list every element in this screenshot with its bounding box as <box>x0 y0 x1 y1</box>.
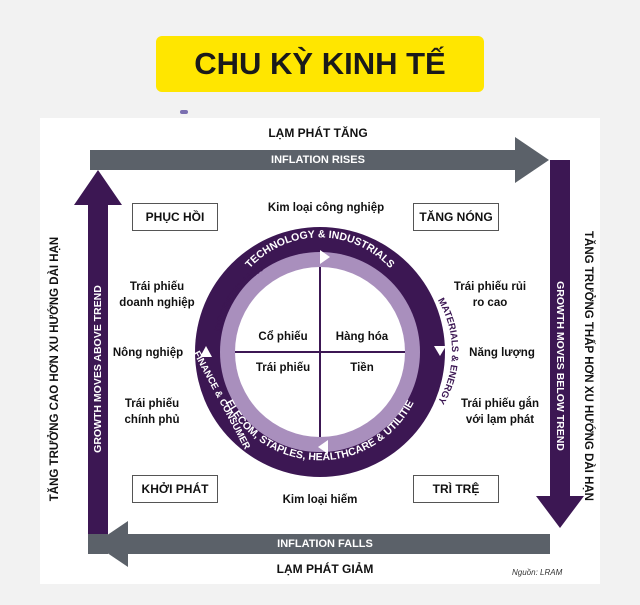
corner-connector <box>88 534 108 554</box>
asset-agriculture: Nông nghiệp <box>112 347 184 359</box>
growth-above-trend-arrow <box>74 170 122 548</box>
inflation-falls-en-label: INFLATION FALLS <box>277 538 373 550</box>
phase-reflation-box: KHỞI PHÁT <box>132 475 218 503</box>
phase-overheat-box: TĂNG NÓNG <box>413 203 499 231</box>
asset-corporate-bonds: Trái phiếu doanh nghiệp <box>119 281 195 309</box>
source-note: Nguồn: LRAM <box>512 568 563 577</box>
ring-arrow-bottom-icon <box>318 440 328 454</box>
phase-overheat-label: TĂNG NÓNG <box>419 210 493 224</box>
asset-precious-metals: Kim loại hiếm <box>282 494 358 506</box>
page-title: CHU KỲ KINH TẾ <box>194 46 446 81</box>
growth-below-vn-label: TĂNG TRƯỞNG THẤP HƠN XU HƯỚNG DÀI HẠN <box>582 231 594 501</box>
asset-government-bonds: Trái phiếu chính phủ <box>124 398 180 426</box>
ring-arrow-left-icon <box>200 346 212 357</box>
growth-below-trend-arrow <box>536 160 584 528</box>
asset-industrial-metals: Kim loại công nghiệp <box>267 202 385 214</box>
inflation-rises-en-label: INFLATION RISES <box>271 154 365 166</box>
asset-inflation-linked-bonds: Trái phiếu gắn với lạm phát <box>461 398 539 426</box>
inflation-falls-arrow <box>94 521 550 567</box>
title-badge: CHU KỲ KINH TẾ <box>156 36 484 92</box>
inflation-rises-arrow <box>90 137 549 183</box>
asset-energy: Năng lượng <box>469 347 535 359</box>
ring-arrow-top-icon <box>320 250 330 264</box>
inflation-rises-vn-label: LẠM PHÁT TĂNG <box>268 126 368 140</box>
growth-below-en-label: GROWTH MOVES BELOW TREND <box>554 281 566 451</box>
inflation-falls-vn-label: LẠM PHÁT GIẢM <box>276 562 374 576</box>
quadrant-cash: Tiền <box>350 362 374 374</box>
phase-recovery-label: PHỤC HỒI <box>145 210 205 224</box>
asset-high-yield-bonds: Trái phiếu rủi ro cao <box>453 281 527 309</box>
quadrant-commodities: Hàng hóa <box>335 331 389 343</box>
phase-stagflation-label: TRÌ TRỆ <box>432 482 480 496</box>
phase-stagflation-box: TRÌ TRỆ <box>413 475 499 503</box>
growth-above-vn-label: TĂNG TRƯỞNG CAO HƠN XU HƯỚNG DÀI HẠN <box>49 236 61 502</box>
quadrant-bonds: Trái phiếu <box>255 362 311 374</box>
phase-reflation-label: KHỞI PHÁT <box>141 482 209 496</box>
ring-arrow-right-icon <box>434 346 446 356</box>
growth-above-en-label: GROWTH MOVES ABOVE TREND <box>92 285 104 453</box>
quadrant-stocks: Cổ phiếu <box>258 331 308 343</box>
phase-recovery-box: PHỤC HỒI <box>132 203 218 231</box>
decorative-dot <box>180 110 188 114</box>
